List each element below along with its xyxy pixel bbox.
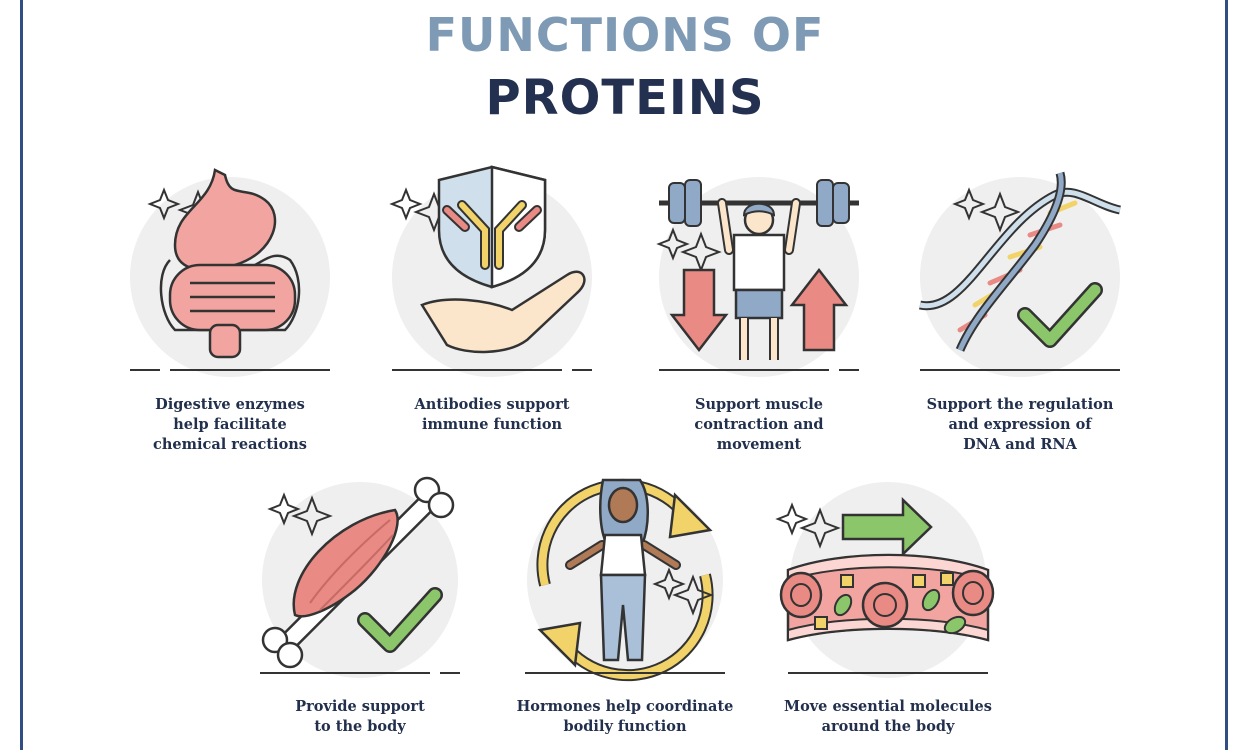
caption-line: Move essential molecules (784, 698, 992, 715)
caption-muscle: Support muscle contraction and movement (634, 395, 884, 455)
function-muscle: Support muscle contraction and movement (644, 165, 874, 465)
muscle-bone-icon (260, 476, 460, 678)
antibody-shield-icon (389, 165, 592, 377)
caption-digestive: Digestive enzymes help facilitate chemic… (105, 395, 355, 455)
caption-line: chemical reactions (153, 436, 307, 453)
caption-transport: Move essential molecules around the body (763, 697, 1013, 737)
digestive-system-icon (130, 168, 330, 377)
caption-line: Hormones help coordinate (516, 698, 734, 715)
caption-dna: Support the regulation and expression of… (895, 395, 1145, 455)
caption-line: bodily function (563, 718, 687, 735)
caption-antibodies: Antibodies support immune function (367, 395, 617, 435)
caption-line: around the body (821, 718, 955, 735)
function-digestive: Digestive enzymes help facilitate chemic… (115, 165, 345, 465)
function-dna: Support the regulation and expression of… (905, 165, 1135, 465)
weightlifter-icon (656, 177, 859, 377)
title-line-1: FUNCTIONS OF (425, 8, 825, 62)
title-line-2: PROTEINS (485, 70, 765, 126)
hormone-cycle-icon (525, 478, 725, 682)
caption-line: to the body (314, 718, 406, 735)
caption-line: Support the regulation (926, 396, 1114, 413)
caption-line: contraction and (694, 416, 824, 433)
caption-line: Digestive enzymes (155, 396, 305, 413)
caption-support: Provide support to the body (235, 697, 485, 737)
caption-line: DNA and RNA (963, 436, 1077, 453)
function-antibodies: Antibodies support immune function (377, 165, 607, 465)
page-frame (20, 0, 1228, 750)
blood-vessel-icon (775, 482, 995, 678)
function-transport: Move essential molecules around the body (773, 475, 1003, 740)
caption-hormones: Hormones help coordinate bodily function (500, 697, 750, 737)
dna-helix-icon (919, 171, 1122, 377)
function-support: Provide support to the body (245, 475, 475, 740)
caption-line: Antibodies support (414, 396, 570, 413)
caption-line: movement (716, 436, 802, 453)
caption-line: Support muscle (695, 396, 823, 413)
caption-line: Provide support (295, 698, 425, 715)
caption-line: and expression of (948, 416, 1092, 433)
caption-line: help facilitate (173, 416, 287, 433)
function-hormones: Hormones help coordinate bodily function (510, 475, 740, 740)
caption-line: immune function (421, 416, 563, 433)
